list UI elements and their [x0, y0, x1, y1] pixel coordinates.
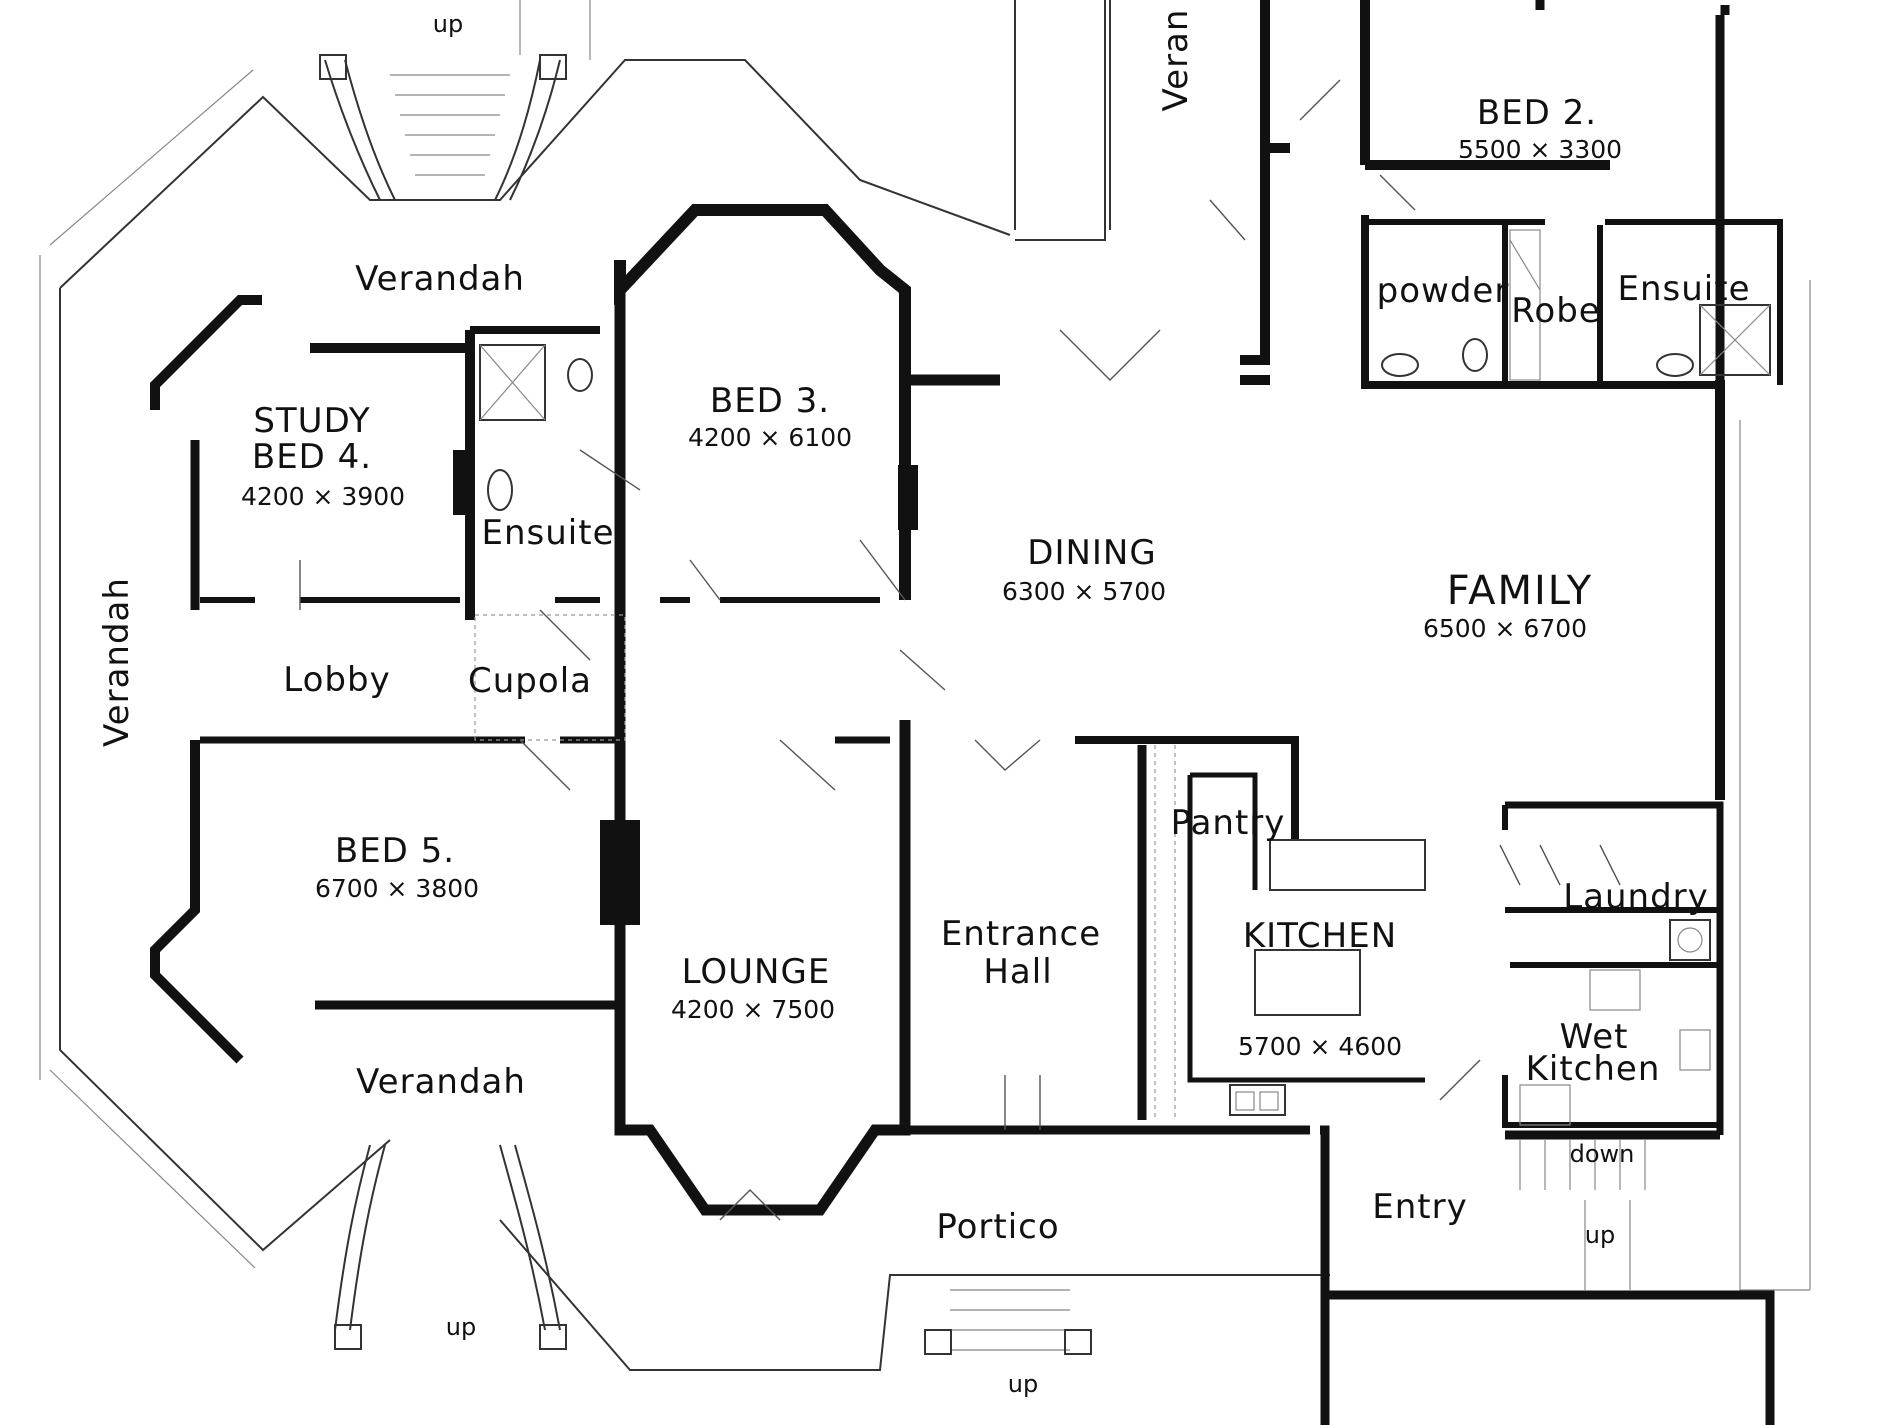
stair-labels: up up up up down — [433, 10, 1635, 1398]
lounge-dimensions: 4200 × 7500 — [671, 995, 835, 1024]
laundry-label: Laundry — [1563, 877, 1709, 917]
verandah-outline — [39, 0, 1811, 1371]
stairs — [319, 54, 1646, 1355]
wet-kitchen-label: Wet — [1560, 1017, 1629, 1057]
entrance-hall-label-2: Hall — [983, 952, 1052, 992]
bed2-dimensions: 5500 × 3300 — [1458, 135, 1622, 164]
stair-up-right-label: up — [1585, 1221, 1615, 1249]
stair-up-top-label: up — [433, 10, 463, 38]
portico-label: Portico — [936, 1207, 1059, 1247]
lobby-label: Lobby — [283, 660, 390, 700]
family-dimensions: 6500 × 6700 — [1423, 614, 1587, 643]
robe-label: Robe — [1511, 291, 1600, 331]
entrance-hall-label: Entrance — [941, 914, 1101, 954]
wet-kitchen-label-2: Kitchen — [1526, 1049, 1661, 1089]
bed2-label: BED 2. — [1477, 93, 1597, 133]
stair-up-bottom-center-label: up — [1008, 1370, 1038, 1398]
bed5-dimensions: 6700 × 3800 — [315, 874, 479, 903]
powder-label: powder — [1377, 271, 1510, 311]
dining-dimensions: 6300 × 5700 — [1002, 577, 1166, 606]
ensuite-left-label: Ensuite — [482, 513, 615, 553]
verandah-labels: Verandah Verandah Verandah Veran — [97, 9, 1196, 1102]
bed3-dimensions: 4200 × 6100 — [688, 423, 852, 452]
fixtures — [474, 229, 1771, 1126]
room-labels: BED 2. 5500 × 3300 BED 3. 4200 × 6100 ST… — [241, 93, 1751, 1247]
entry-label: Entry — [1372, 1187, 1467, 1227]
study-label: STUDY — [253, 401, 370, 441]
verandah-top-label: Verandah — [355, 259, 525, 299]
stair-down-right-label: down — [1570, 1140, 1635, 1168]
bed4-label: BED 4. — [252, 437, 372, 477]
kitchen-dimensions: 5700 × 4600 — [1238, 1032, 1402, 1061]
verandah-left-label: Verandah — [97, 577, 137, 747]
family-label: FAMILY — [1447, 568, 1593, 614]
study-dimensions: 4200 × 3900 — [241, 482, 405, 511]
verandah-bottom-label: Verandah — [356, 1062, 526, 1102]
lounge-label: LOUNGE — [682, 952, 831, 992]
doors — [299, 79, 1621, 1221]
walls — [150, 0, 1783, 1425]
pantry-label: Pantry — [1171, 803, 1286, 843]
bed5-label: BED 5. — [335, 831, 455, 871]
bed3-label: BED 3. — [710, 381, 830, 421]
dining-label: DINING — [1027, 533, 1156, 573]
kitchen-label: KITCHEN — [1243, 916, 1397, 956]
ensuite-right-label: Ensuite — [1618, 269, 1751, 309]
stair-up-bottom-left-label: up — [446, 1313, 476, 1341]
verandah-top-right-label: Veran — [1156, 9, 1196, 112]
cupola-label: Cupola — [468, 661, 592, 701]
